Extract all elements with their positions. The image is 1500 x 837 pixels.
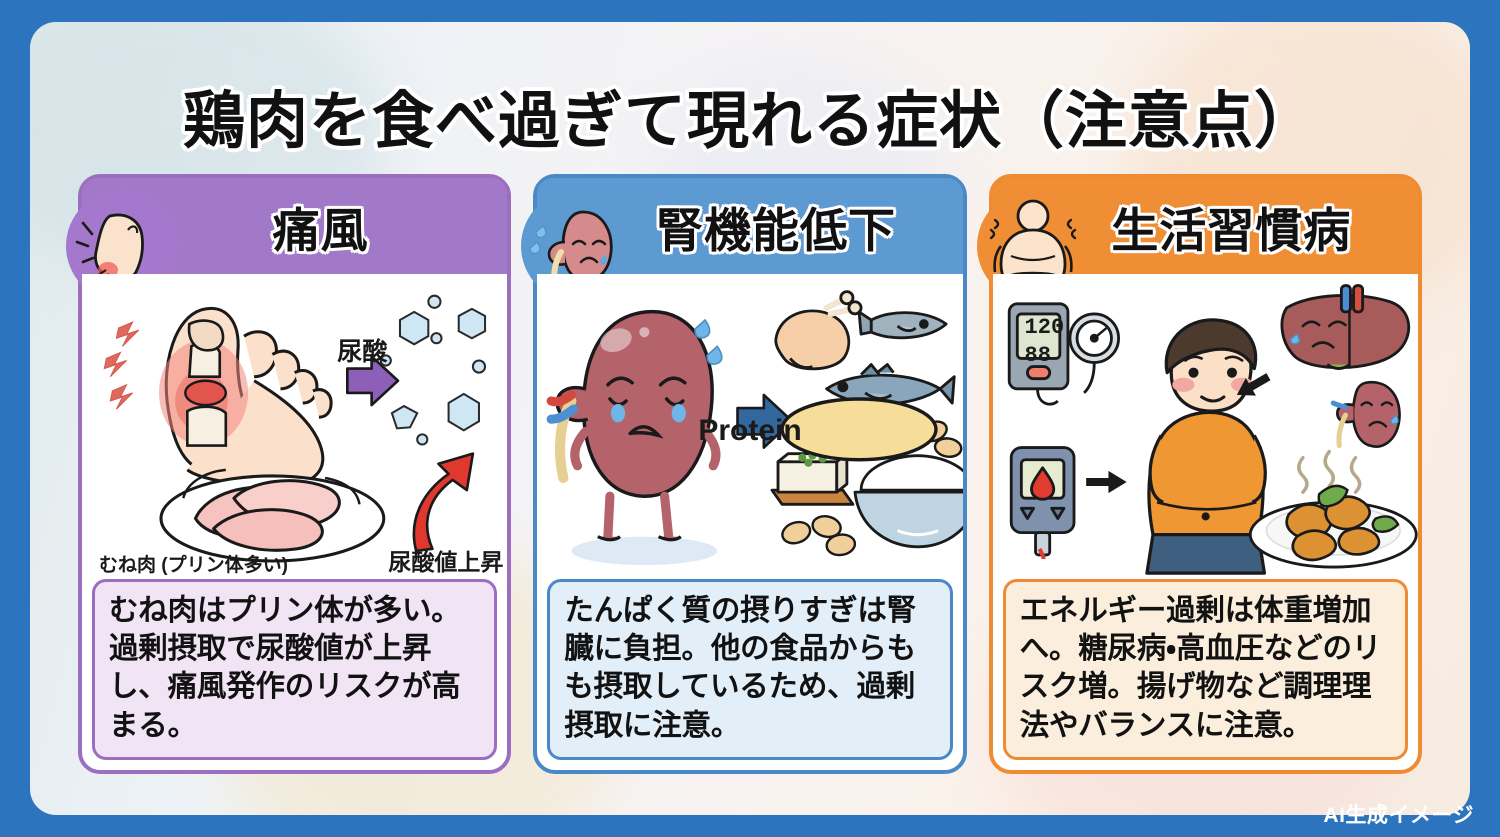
card-kidney-caption: たんぱく質の摂りすぎは腎臓に負担。他の食品からもも摂取しているため、過剰摂取に注…	[547, 578, 953, 760]
card-gout-illustration: 尿酸 むね肉 (プリン体多い) 尿酸値上昇	[82, 274, 508, 579]
card-kidney-illustration: Protein	[537, 274, 963, 579]
label-bp-systolic: 120	[1024, 315, 1065, 341]
card-kidney: 腎機能低下	[521, 174, 967, 774]
card-gout-caption: むね肉はプリン体が多い。過剰摂取で尿酸値が上昇し、痛風発作のリスクが高まる。	[92, 578, 498, 760]
card-lifestyle-header: 生活習慣病	[976, 178, 1418, 302]
card-lifestyle-caption: エネルギー過剰は体重増加へ。糖尿病・高血圧などのリスク増。揚げ物など調理理法やバ…	[1002, 578, 1408, 760]
label-uric-rise: 尿酸値上昇	[388, 548, 504, 575]
cards-row: 痛風	[66, 174, 1422, 774]
label-chicken-breast: むね肉 (プリン体多い)	[99, 554, 288, 576]
label-bp-diastolic: 88	[1024, 342, 1051, 368]
card-lifestyle: 生活習慣病	[976, 174, 1422, 774]
label-protein: Protein	[698, 414, 802, 448]
watermark-label: AI生成イメージ	[1323, 804, 1474, 827]
page-title: 鶏肉を食べ過ぎて現れる症状（注意点）	[182, 87, 1317, 156]
card-lifestyle-illustration: 120 88	[992, 274, 1418, 579]
card-gout: 痛風	[66, 174, 512, 774]
card-kidney-title: 腎機能低下	[655, 203, 896, 257]
label-uric-acid: 尿酸	[337, 337, 388, 366]
card-gout-header: 痛風	[66, 178, 508, 302]
card-gout-title: 痛風	[272, 203, 369, 257]
content-panel: ✦ ✦ 鶏肉を食べ過ぎて現れる症状（注意点）	[30, 22, 1470, 815]
card-kidney-header: 腎機能低下	[521, 178, 963, 302]
card-lifestyle-title: 生活習慣病	[1111, 203, 1352, 257]
